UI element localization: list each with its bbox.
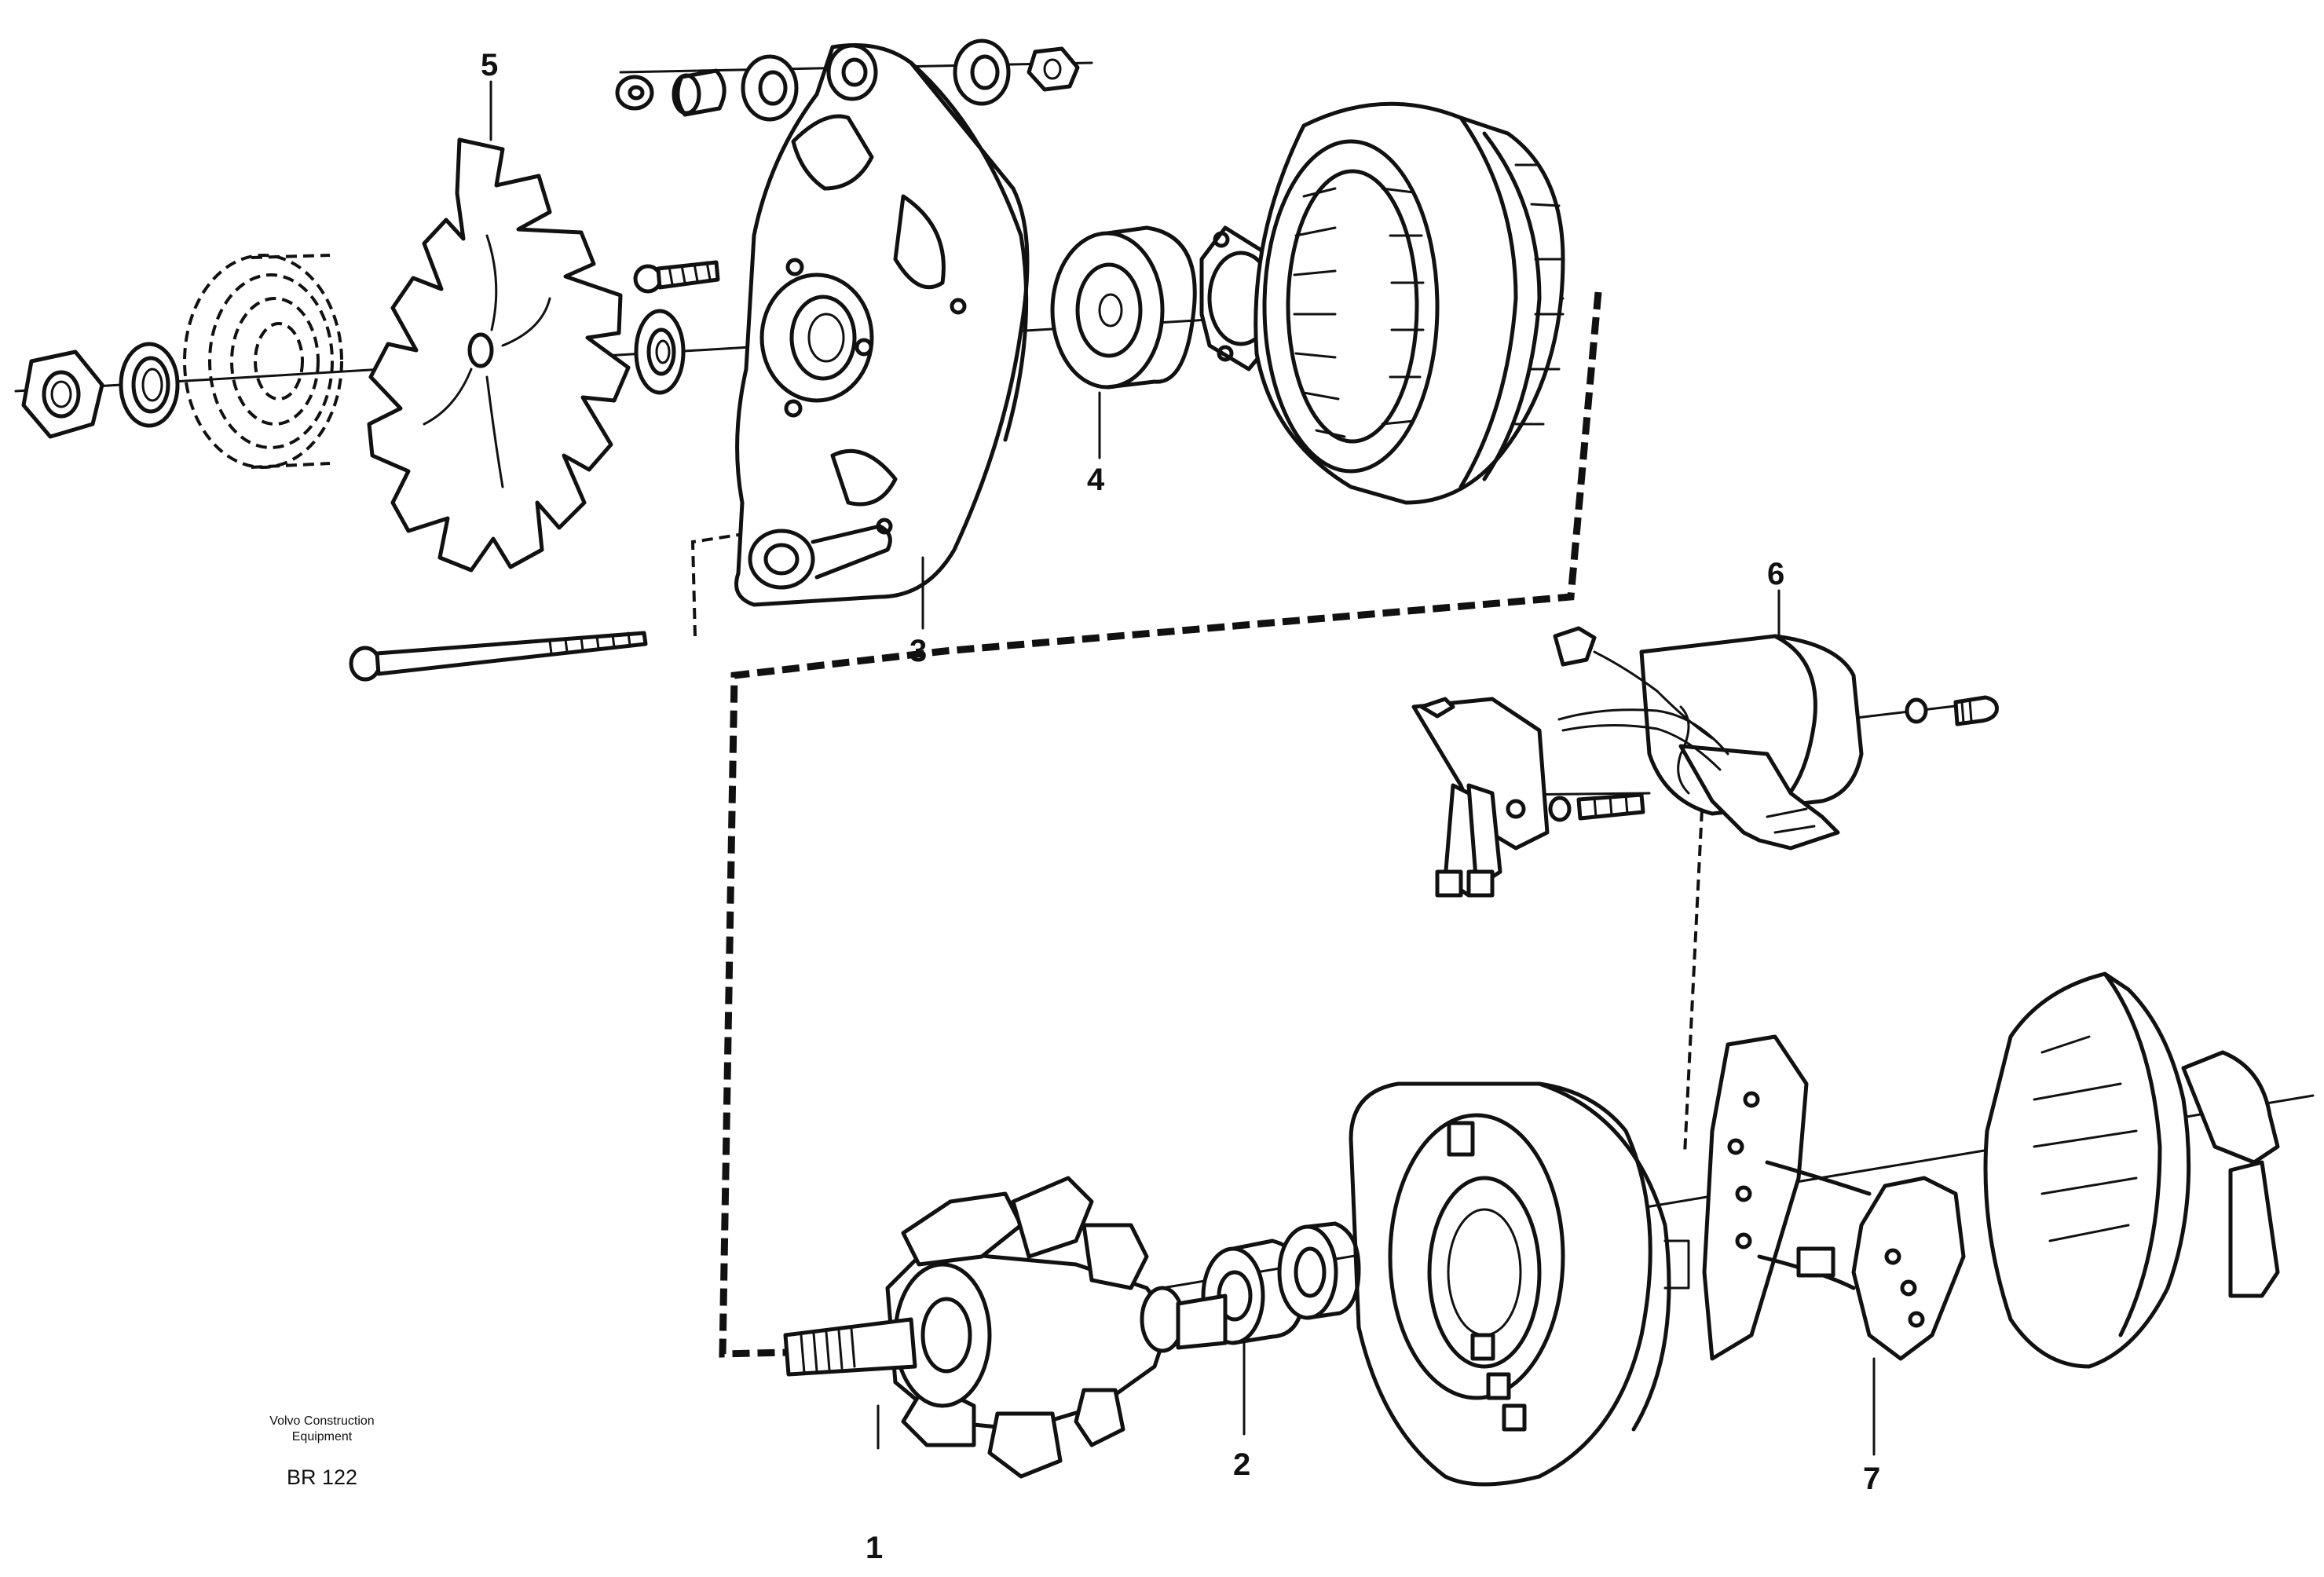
- guide-regulator: [1683, 792, 1704, 1155]
- fan: [367, 137, 631, 573]
- caption-code: BR 122: [287, 1465, 357, 1489]
- rotor: [783, 1176, 1228, 1479]
- callout-6: 6: [1767, 557, 1784, 591]
- callout-4: 4: [1087, 463, 1105, 497]
- rectifier: [1702, 1034, 1966, 1361]
- caption-company-line1: Volvo Construction: [269, 1414, 374, 1428]
- brush-screw: [1548, 792, 1645, 822]
- brush-holder: [1411, 697, 1550, 898]
- guide-long-bolt: [690, 531, 755, 637]
- regulator-screw: [1905, 695, 1999, 726]
- drive-end-shield: [734, 43, 1030, 607]
- pulley-dashed: [183, 254, 343, 469]
- guide-stator-to-rotor: [719, 291, 1602, 1358]
- spacer-washer: [634, 309, 686, 395]
- spring-washer: [119, 342, 180, 428]
- caption: Volvo Construction Equipment BR 122: [269, 1414, 374, 1489]
- callout-7: 7: [1863, 1462, 1880, 1496]
- stator: [1253, 101, 1565, 505]
- callout-3: 3: [909, 634, 927, 668]
- shield-screw: [633, 260, 720, 294]
- callouts: 1 2 3 4 5 6 7: [481, 48, 1880, 1565]
- slip-ring-end-shield: [1349, 1081, 1690, 1487]
- spacer-ring: [1277, 1221, 1361, 1320]
- callout-5: 5: [481, 48, 498, 82]
- through-bolt: [349, 631, 648, 682]
- leader-lines: [489, 80, 1876, 1456]
- caption-company-line2: Equipment: [292, 1430, 353, 1443]
- rear-cover: [1983, 971, 2280, 1369]
- front-bearing: [1050, 225, 1197, 390]
- callout-2: 2: [1233, 1447, 1250, 1482]
- shaft-nut: [21, 349, 104, 439]
- top-fasteners: [615, 38, 1080, 122]
- callout-1: 1: [866, 1531, 883, 1565]
- voltage-regulator: [1553, 626, 1864, 851]
- assembly-guides: [690, 291, 1704, 1358]
